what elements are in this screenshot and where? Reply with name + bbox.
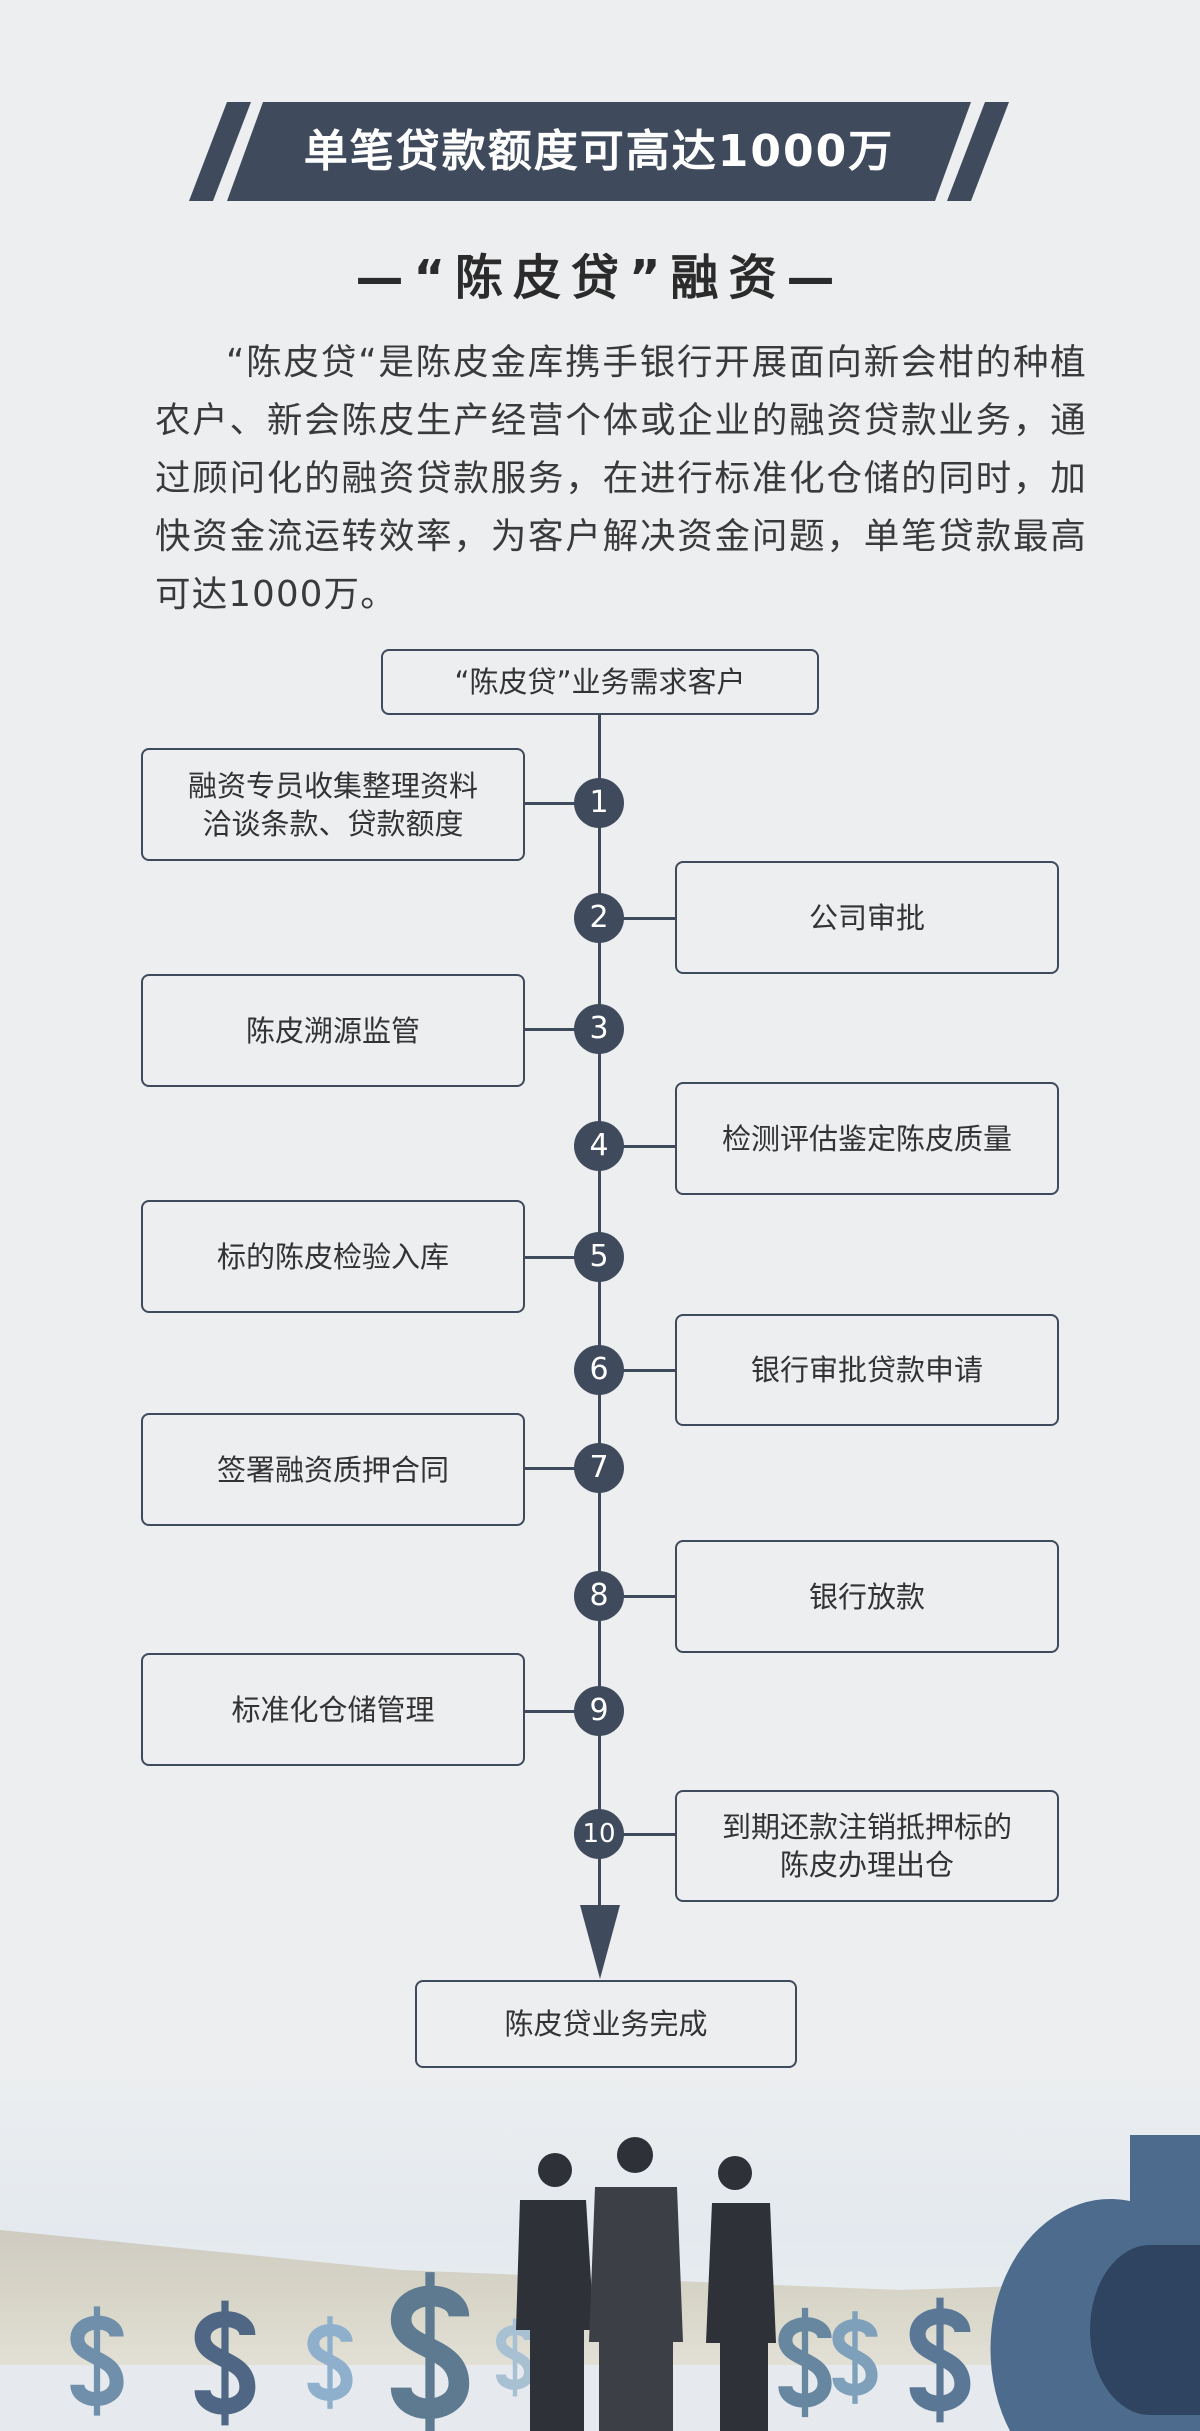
banner-title: 单笔贷款额度可高达1000万 bbox=[303, 126, 895, 177]
step-connector bbox=[615, 1595, 675, 1598]
step-connector bbox=[615, 1145, 675, 1148]
arrow-down-icon bbox=[580, 1905, 620, 1979]
intro-paragraph: “陈皮贷“是陈皮金库携手银行开展面向新会柑的种植农户、新会陈皮生产经营个体或企业… bbox=[155, 342, 1087, 615]
step-box-9: 标准化仓储管理 bbox=[141, 1653, 525, 1766]
step-connector bbox=[525, 1467, 585, 1470]
step-number-badge: 2 bbox=[574, 893, 624, 943]
step-connector bbox=[525, 1256, 585, 1259]
step-number-badge: 8 bbox=[574, 1571, 624, 1621]
step-box-7: 签署融资质押合同 bbox=[141, 1413, 525, 1526]
step-box-6: 银行审批贷款申请 bbox=[675, 1314, 1059, 1426]
section-subtitle: —“陈皮贷”融资— bbox=[355, 250, 845, 306]
step-box-8: 银行放款 bbox=[675, 1540, 1059, 1653]
step-box-1: 融资专员收集整理资料 洽谈条款、贷款额度 bbox=[141, 748, 525, 861]
step-box-2: 公司审批 bbox=[675, 861, 1059, 974]
step-box-3: 陈皮溯源监管 bbox=[141, 974, 525, 1087]
step-number-badge: 1 bbox=[574, 778, 624, 828]
step-connector bbox=[615, 1369, 675, 1372]
business-scene-image bbox=[0, 2075, 1200, 2431]
step-box-5: 标的陈皮检验入库 bbox=[141, 1200, 525, 1313]
step-connector bbox=[525, 1710, 585, 1713]
step-box-10: 到期还款注销抵押标的 陈皮办理出仓 bbox=[675, 1790, 1059, 1902]
step-box-4: 检测评估鉴定陈皮质量 bbox=[675, 1082, 1059, 1195]
step-number-badge: 5 bbox=[574, 1232, 624, 1282]
step-connector bbox=[615, 1833, 675, 1836]
step-connector bbox=[525, 1028, 585, 1031]
step-number-badge: 7 bbox=[574, 1443, 624, 1493]
flow-spine-line bbox=[598, 714, 601, 1914]
step-connector bbox=[615, 917, 675, 920]
flow-end-box: 陈皮贷业务完成 bbox=[415, 1980, 797, 2068]
step-number-badge: 4 bbox=[574, 1121, 624, 1171]
step-number-badge: 10 bbox=[574, 1809, 624, 1859]
step-number-badge: 3 bbox=[574, 1004, 624, 1054]
step-connector bbox=[525, 802, 585, 805]
step-number-badge: 6 bbox=[574, 1345, 624, 1395]
step-number-badge: 9 bbox=[574, 1686, 624, 1736]
flow-start-box: “陈皮贷”业务需求客户 bbox=[381, 649, 819, 715]
title-banner bbox=[189, 102, 1009, 201]
